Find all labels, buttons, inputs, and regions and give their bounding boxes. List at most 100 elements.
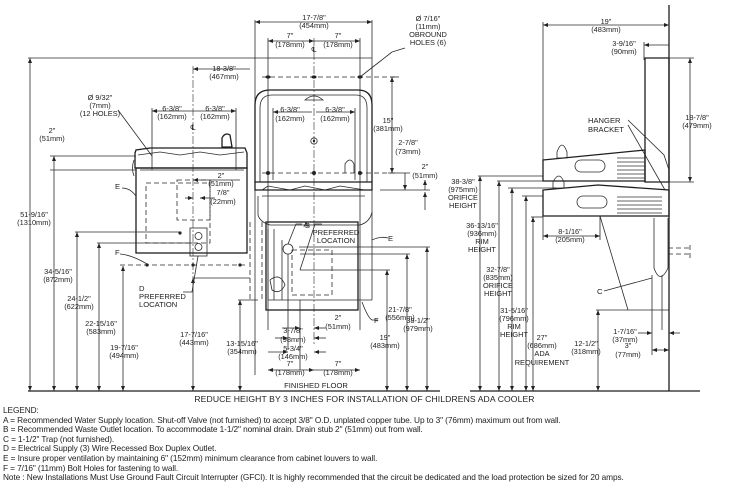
dim-38-1-2: 38-1/2"	[406, 316, 430, 325]
dim-7-8-mm: (22mm)	[210, 197, 235, 206]
dim-19-front: 19"	[380, 333, 391, 342]
finished-floor-label: FINISHED FLOOR	[284, 381, 348, 390]
dim-6-3-8-inner-left-mm: (162mm)	[275, 114, 305, 123]
obround-holes-count: HOLES (6)	[410, 38, 446, 47]
dim-36-13-16: 36-13/16"	[466, 221, 498, 230]
dim-2-right: 2"	[422, 162, 429, 171]
dim-32-7-8: 32-7/8"	[486, 265, 510, 274]
legend-item-e: E = Insure proper ventilation by maintai…	[3, 452, 378, 463]
front-view-labels: 17-7/8" (454mm) 7" (178mm) 7" (178mm) ℄ …	[275, 13, 447, 390]
bolt-holes-count: (12 HOLES)	[80, 109, 120, 118]
obround-holes-type: OBROUND	[409, 30, 447, 39]
dim-7-right-mm: (178mm)	[323, 40, 353, 49]
label-e-front: E	[388, 234, 393, 243]
dim-19-side-mm: (483mm)	[591, 25, 621, 34]
dim-5-3-4-mm: (146mm)	[278, 352, 308, 361]
dim-27: 27"	[537, 333, 548, 342]
centerline-symbol-front: ℄	[311, 45, 317, 54]
centerline-symbol: ℄	[190, 123, 196, 132]
label-a-location: LOCATION	[317, 236, 355, 245]
dim-32-7-8-type: ORIFICE	[483, 281, 513, 290]
dim-3-9-16: 3-9/16"	[612, 39, 636, 48]
dim-1-7-16: 1-7/16"	[613, 327, 637, 336]
reduce-height-note: REDUCE HEIGHT BY 3 INCHES FOR INSTALLATI…	[194, 394, 535, 404]
dim-32-7-8-height: HEIGHT	[484, 289, 512, 298]
dim-17-7-16: 17-7/16"	[180, 330, 208, 339]
bubbler	[221, 133, 233, 148]
dim-7-left: 7"	[287, 31, 294, 40]
dim-15-mm: (381mm)	[373, 124, 403, 133]
dim-5-3-4: 5-3/4"	[283, 344, 303, 353]
dim-3-mm: (77mm)	[615, 350, 640, 359]
dim-8-1-16: 8-1/16"	[558, 227, 582, 236]
dim-7-bottom-left-mm: (178mm)	[275, 368, 305, 377]
legend-heading: LEGEND:	[3, 405, 39, 415]
dim-18-3-8: 18-3/8"	[212, 64, 236, 73]
dim-13-15-16-mm: (354mm)	[227, 347, 257, 356]
dim-7-right: 7"	[335, 31, 342, 40]
dim-18-7-8: 18-7/8"	[685, 113, 709, 122]
label-c: C	[597, 287, 603, 296]
dim-6-3-8-left: 6-3/8"	[162, 104, 182, 113]
dim-2-7-8-mm: (73mm)	[395, 147, 420, 156]
label-d-location: LOCATION	[139, 300, 177, 309]
cabinet	[135, 167, 248, 254]
dim-6-3-8-right-mm: (162mm)	[200, 112, 230, 121]
legend-item-d: D = Electrical Supply (3) Wire Recessed …	[3, 443, 217, 454]
dim-19-7-16: 19-7/16"	[110, 343, 138, 352]
bolt-holes-label: Ø 9/32"	[88, 93, 113, 102]
hanger-bracket-label-2: BRACKET	[588, 125, 624, 134]
dim-36-13-16-mm: (936mm)	[467, 229, 497, 238]
dim-24-1-2-mm: (622mm)	[64, 302, 94, 311]
label-f-front: F	[374, 316, 379, 325]
left-front-view	[28, 58, 258, 391]
dim-2-top: 2"	[49, 126, 56, 135]
label-e-left: E	[115, 182, 120, 191]
dim-31-5-16-type: RIM	[507, 322, 521, 331]
dim-19-front-mm: (483mm)	[370, 341, 400, 350]
dim-7-bottom-right-mm: (178mm)	[323, 368, 353, 377]
dim-31-5-16-height: HEIGHT	[500, 330, 528, 339]
dim-2-right-mm: (51mm)	[412, 171, 437, 180]
dim-18-7-8-mm: (479mm)	[682, 121, 712, 130]
dim-27-mm: (686mm)	[527, 341, 557, 350]
dim-38-3-8-height: HEIGHT	[449, 201, 477, 210]
dim-6-3-8-right: 6-3/8"	[205, 104, 225, 113]
dim-3-7-8: 3-7/8"	[283, 326, 303, 335]
dim-34-5-16-mm: (872mm)	[43, 275, 73, 284]
hanger-bracket-label: HANGER	[588, 116, 621, 125]
dim-27-requirement: REQUIREMENT	[515, 358, 570, 367]
legend: LEGEND: A = Recommended Water Supply loc…	[3, 405, 727, 483]
bolt-holes-mm: (7mm)	[89, 101, 110, 110]
mounting-plate-view	[249, 20, 430, 391]
dim-6-3-8-inner-right-mm: (162mm)	[320, 114, 350, 123]
legend-item-a: A = Recommended Water Supply location. S…	[3, 414, 561, 425]
dim-12-1-2-mm: (318mm)	[571, 347, 601, 356]
dim-7-bottom-right: 7"	[335, 359, 342, 368]
dim-31-5-16-mm: (796mm)	[499, 314, 529, 323]
dim-7-left-mm: (178mm)	[275, 40, 305, 49]
dim-2-7-8: 2-7/8"	[398, 138, 418, 147]
dim-21-7-8-mm: (556mm)	[385, 313, 415, 322]
obround-holes-label: Ø 7/16"	[416, 14, 441, 23]
dim-38-1-2-mm: (979mm)	[403, 324, 433, 333]
label-a-preferred: PREFERRED	[313, 228, 360, 237]
dim-51-9-16-mm: (1310mm)	[17, 218, 51, 227]
dim-3-7-8-mm: (98mm)	[280, 335, 305, 344]
dim-6-3-8-left-mm: (162mm)	[157, 112, 187, 121]
dim-38-3-8-type: ORIFICE	[448, 193, 478, 202]
dim-3: 3"	[625, 341, 632, 350]
label-d-preferred: PREFERRED	[139, 292, 186, 301]
dim-34-5-16: 34-5/16"	[44, 267, 72, 276]
legend-item-c: C = 1-1/2" Trap (not furnished).	[3, 433, 115, 444]
dim-31-5-16: 31-5/16"	[500, 306, 528, 315]
recess-outline	[145, 182, 211, 244]
dim-2-bottom-mm: (51mm)	[325, 322, 350, 331]
dim-24-1-2: 24-1/2"	[67, 294, 91, 303]
dim-51-9-16: 51-9/16"	[20, 210, 48, 219]
dim-7-8: 7/8"	[217, 188, 230, 197]
dim-22-15-16: 22-15/16"	[85, 319, 117, 328]
dim-6-3-8-inner-right: 6-3/8"	[325, 105, 345, 114]
dim-13-15-16: 13-15/16"	[226, 339, 258, 348]
legend-note: Note : New Installations Must Use Ground…	[3, 472, 624, 483]
